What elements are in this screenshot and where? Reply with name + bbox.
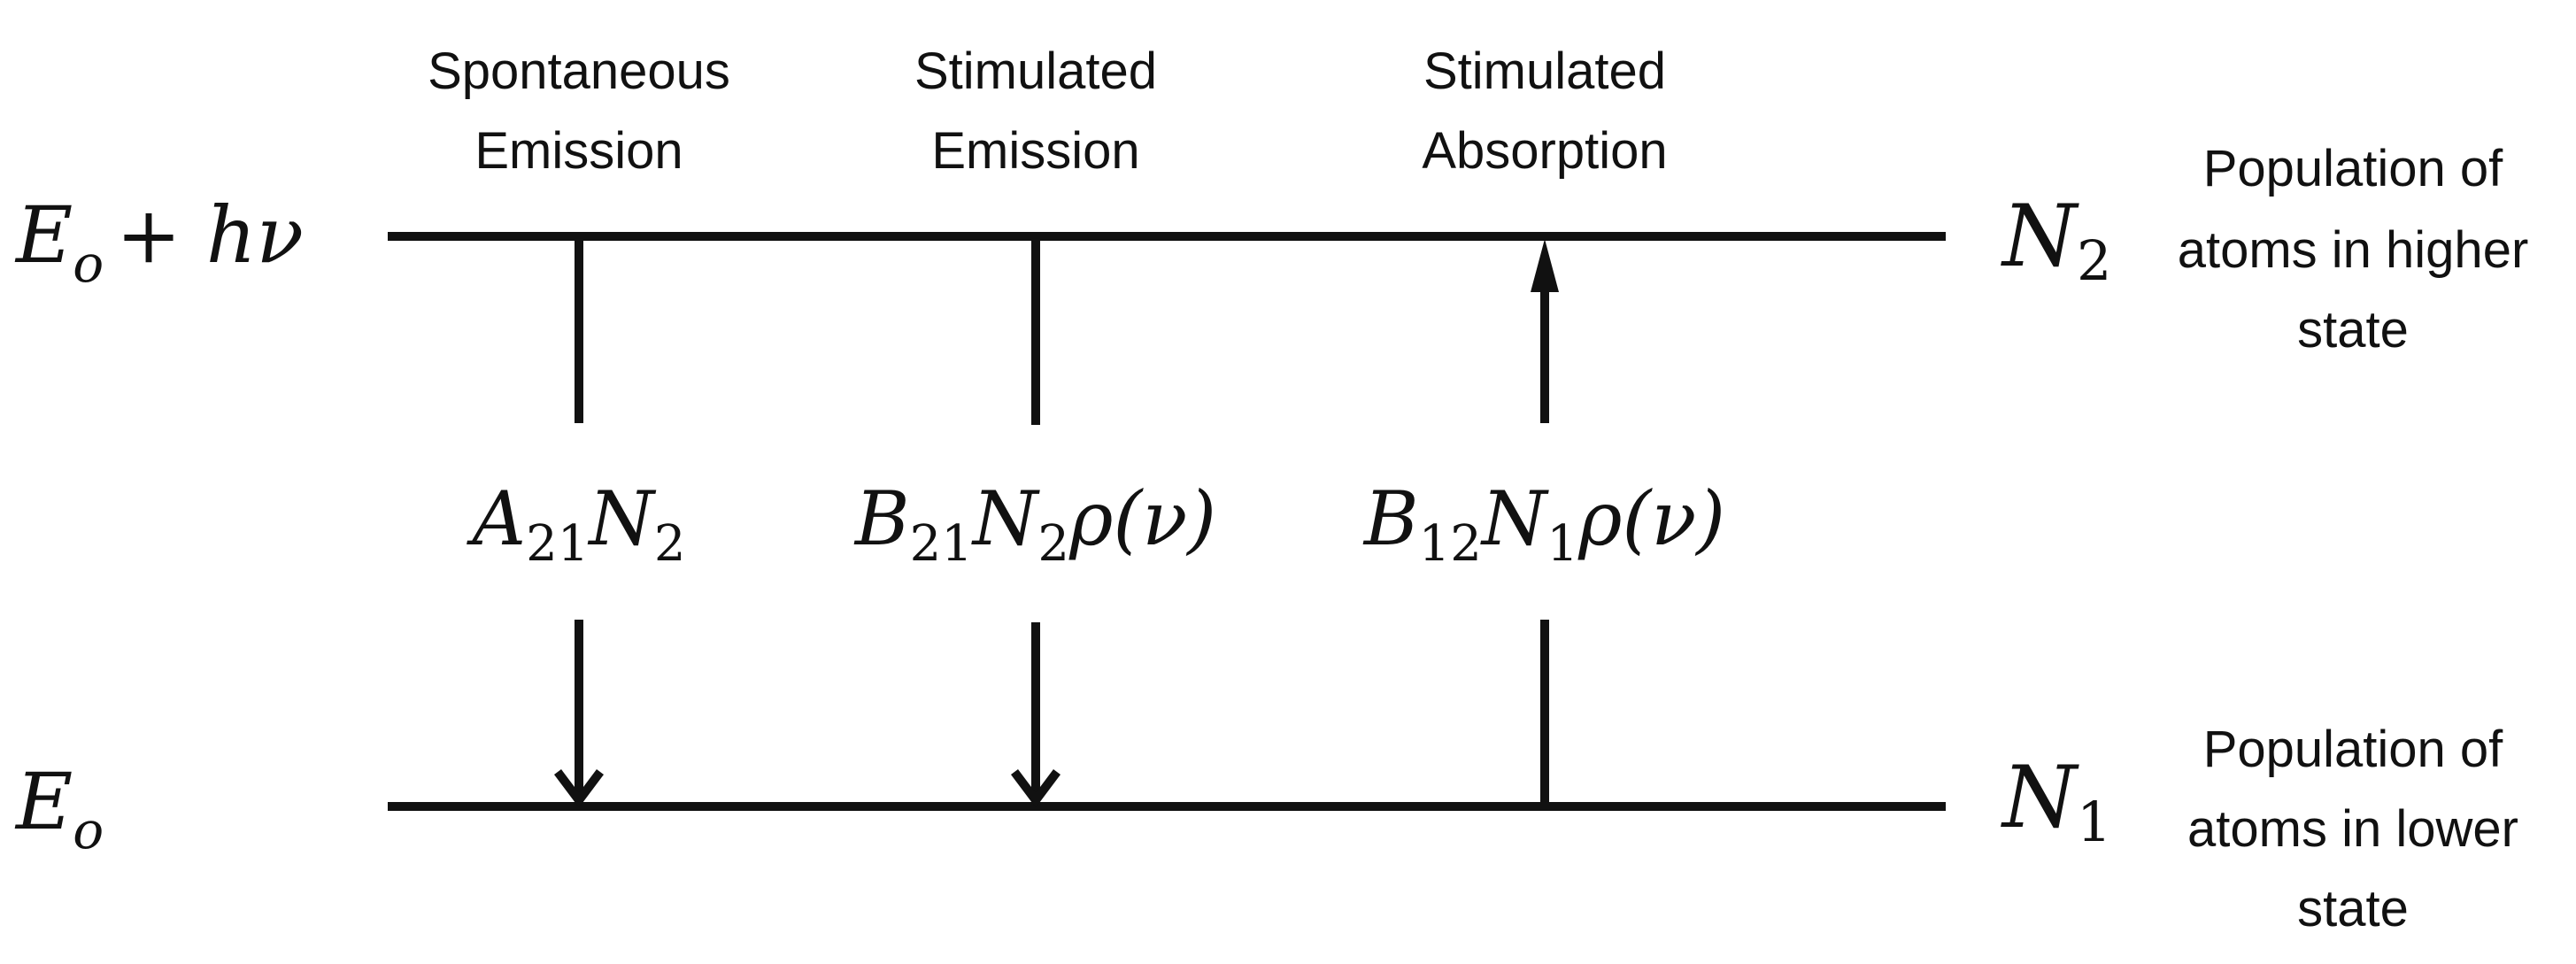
upper-description-line-3: state	[2297, 301, 2409, 359]
rate-expression: A21N2	[466, 475, 685, 573]
process-spontaneous-emission: Spontaneous Emission A21N2	[428, 42, 730, 808]
lower-description-line-3: state	[2297, 880, 2409, 937]
rate-expression: B12N1ρ(ν)	[1362, 475, 1725, 573]
process-title-line-2: Emission	[931, 122, 1139, 180]
upper-description-line-2: atoms in higher	[2178, 221, 2529, 279]
process-title-line-2: Emission	[474, 122, 683, 180]
up-arrowhead-icon	[1531, 239, 1559, 292]
rate-expression: B21N2ρ(ν)	[853, 475, 1216, 573]
upper-population-description: Population of atoms in higher state	[2178, 140, 2529, 359]
upper-description-line-1: Population of	[2203, 140, 2503, 197]
lower-description-line-1: Population of	[2203, 721, 2503, 778]
upper-population-label: N2	[2001, 187, 2111, 293]
down-arrowhead-icon	[1011, 769, 1060, 808]
lower-energy-label: Eo	[14, 756, 104, 860]
upper-energy-label: Eo+ hν	[14, 189, 304, 294]
process-stimulated-emission: Stimulated Emission B21N2ρ(ν)	[853, 42, 1216, 808]
process-title-line-2: Absorption	[1422, 122, 1667, 180]
down-arrowhead-icon	[554, 769, 604, 808]
process-stimulated-absorption: Stimulated Absorption B12N1ρ(ν)	[1362, 42, 1725, 806]
lower-description-line-2: atoms in lower	[2187, 800, 2518, 858]
process-title-line-1: Stimulated	[914, 42, 1157, 100]
lower-population-description: Population of atoms in lower state	[2187, 721, 2518, 937]
lower-population-label: N1	[2001, 748, 2111, 854]
process-title-line-1: Stimulated	[1423, 42, 1666, 100]
process-title-line-1: Spontaneous	[428, 42, 730, 100]
